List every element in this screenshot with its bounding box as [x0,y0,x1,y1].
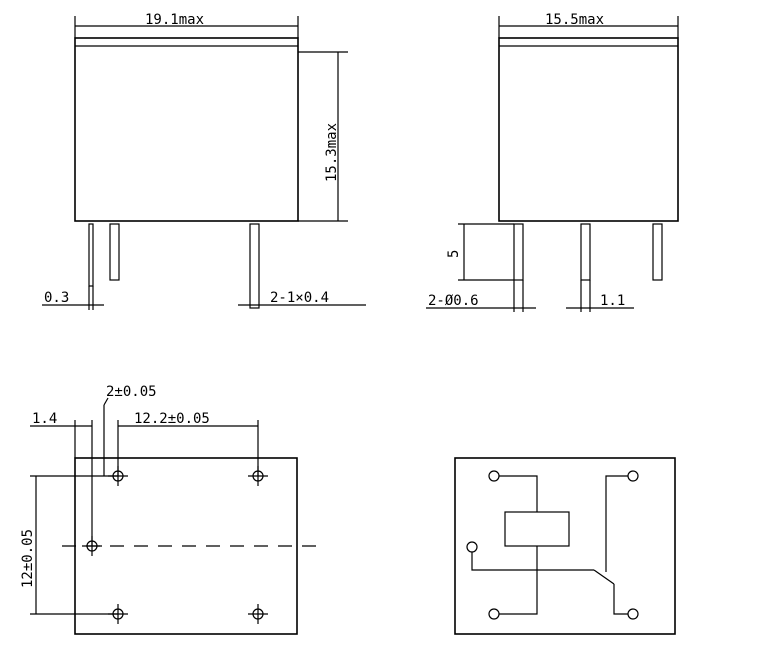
wire-no [605,475,628,572]
wire-coil-top [499,475,538,512]
side-pin-3 [652,223,663,281]
front-body-outline [74,37,299,222]
front-pin-3 [249,223,260,309]
fp-hole-top-right [248,466,268,486]
fp-hole-bottom-left [108,604,128,624]
terminal-no [627,470,639,482]
side-pin-length-label: 5 [446,250,462,258]
front-view: 19.1max 15.3max 0.3 2-1×0.4 [42,12,366,310]
fp-hole-bottom-right [248,604,268,624]
fp-hole-middle [82,536,102,556]
relay-schematic [454,457,676,635]
wire-common [471,552,594,571]
schematic-outline [454,457,676,635]
coil-symbol [504,511,570,547]
fp-pitch-y-label: 12±0.05 [20,529,36,588]
side-pin-2 [580,223,591,281]
wire-nc [613,584,628,615]
terminal-coil-bottom [488,608,500,620]
fp-hole-top-left [108,466,128,486]
pcb-footprint: 1.4 2±0.05 12.2±0.05 12±0.05 [20,384,316,635]
side-pin-width-label: 1.1 [600,293,625,309]
fp-small-pitch-leader [103,397,109,406]
front-pin-thickness-label: 0.3 [44,290,69,306]
front-pin-width-label: 2-1×0.4 [270,290,329,306]
side-pin-diam-label: 2-Ø0.6 [428,293,479,309]
fp-pitch-x-label: 12.2±0.05 [134,411,210,427]
terminal-nc [627,608,639,620]
side-width-label: 15.5max [545,12,604,28]
side-body-outline [498,37,679,222]
front-pin-2 [109,223,120,281]
switch-arm [593,569,615,585]
front-height-label: 15.3max [324,123,340,182]
front-pin-1 [88,223,94,287]
terminal-coil-top [488,470,500,482]
fp-small-pitch-label: 2±0.05 [106,384,157,400]
front-width-label: 19.1max [145,12,204,28]
wire-coil-bottom [499,546,538,615]
side-view: 15.5max 5 2-Ø0.6 1.1 [426,12,679,312]
side-pin-1 [513,223,524,281]
fp-offset-label: 1.4 [32,411,57,427]
terminal-common [466,541,478,553]
